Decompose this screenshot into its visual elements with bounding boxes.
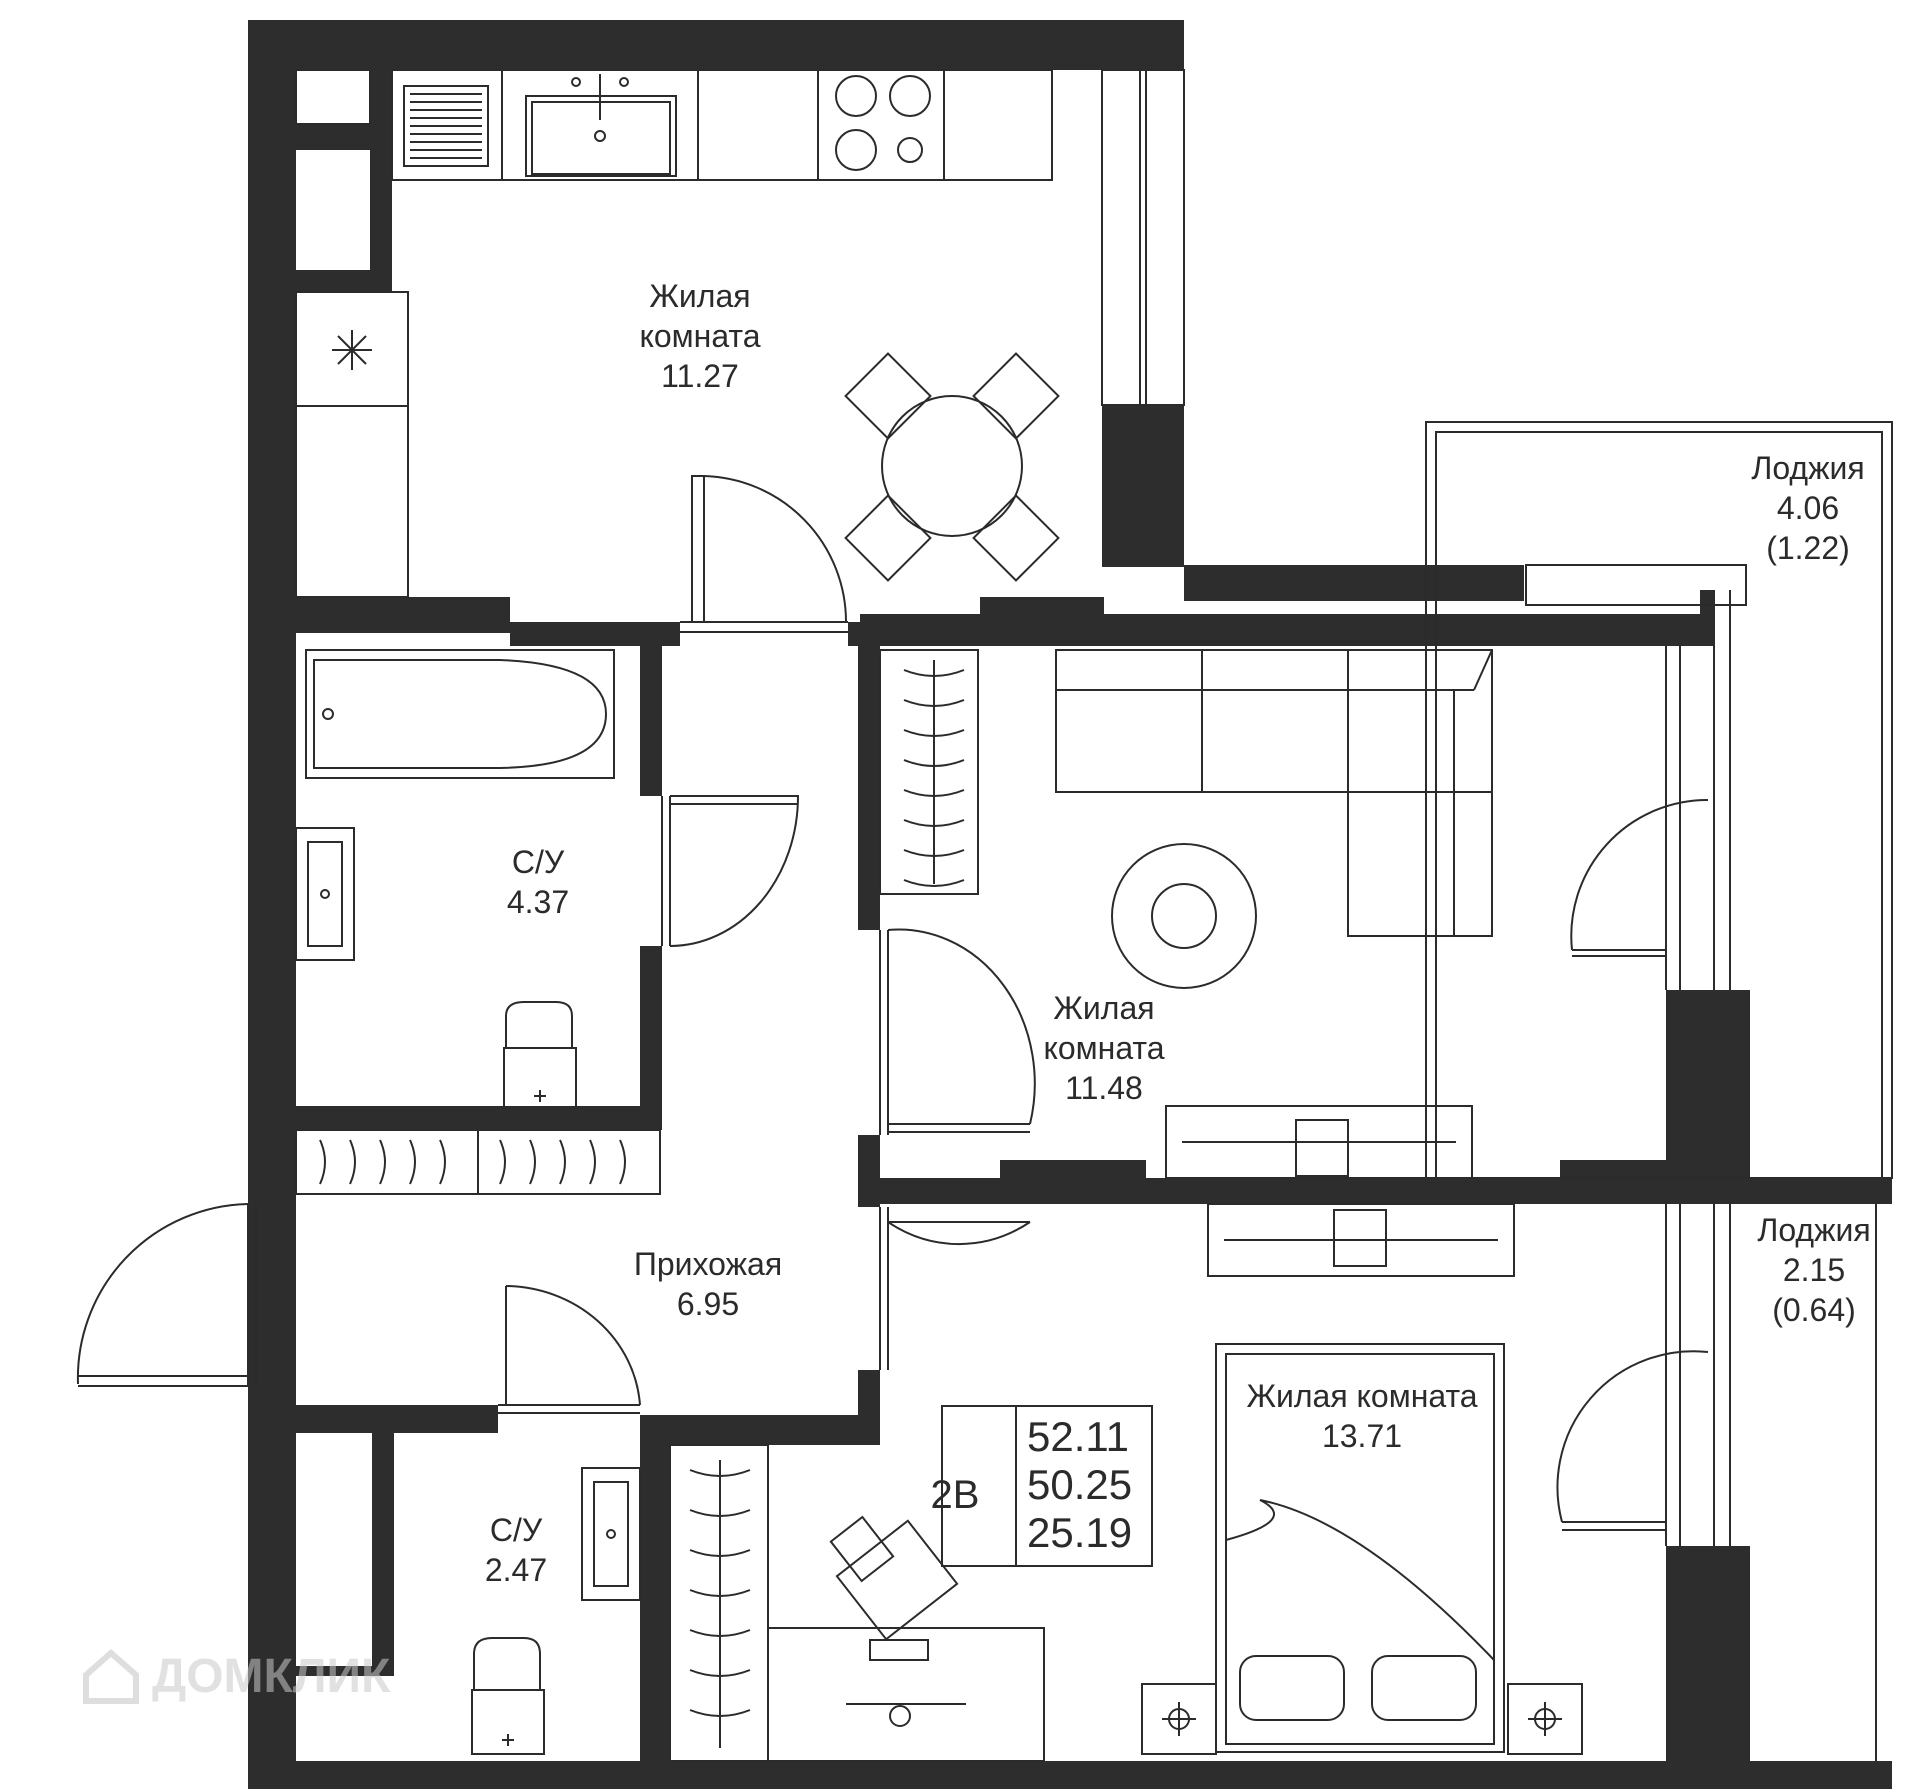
room-label-bathroom-small: С/У 2.47 xyxy=(485,1510,547,1590)
coffee-table-icon xyxy=(1111,843,1257,989)
nightstand-left-icon xyxy=(1141,1683,1217,1755)
living-closet xyxy=(879,649,979,895)
nightstand-right-icon xyxy=(1507,1683,1583,1755)
room-area: 2.15 xyxy=(1782,1252,1846,1288)
bathroom-door xyxy=(661,795,800,947)
desk-icon xyxy=(767,1627,1045,1762)
living-area: 25.19 xyxy=(1027,1509,1133,1556)
walls xyxy=(248,20,1892,1789)
room-area: 4.06 xyxy=(1776,490,1840,526)
loggia-door-bottom xyxy=(1556,1350,1709,1531)
small-toilet-icon xyxy=(471,1637,545,1755)
watermark: ДОМКЛИК xyxy=(80,1645,390,1707)
sofa-icon xyxy=(1055,649,1493,937)
bedroom-door xyxy=(879,1207,1031,1370)
room-area: 4.37 xyxy=(506,884,570,920)
toilet-icon xyxy=(503,1001,577,1109)
room-label-loggia-top: Лоджия 4.06 (1.22) xyxy=(1751,448,1864,568)
washbasin-icon xyxy=(295,827,355,961)
small-bathroom-door xyxy=(498,1285,641,1414)
closet-hangers xyxy=(319,669,965,1717)
area-without-loggia: 50.25 xyxy=(1027,1461,1133,1508)
room-area: 6.95 xyxy=(676,1286,740,1322)
room-label-kitchen-living: Жилая комната 11.27 xyxy=(639,276,760,396)
room-name: Прихожая xyxy=(633,1246,783,1282)
bed-icon xyxy=(1215,1343,1505,1753)
room-name-line1: Жилая xyxy=(649,278,751,314)
apartment-areas: 52.11 50.25 25.19 xyxy=(1027,1413,1132,1557)
dishwasher-icon xyxy=(403,85,489,167)
room-area: 11.27 xyxy=(661,358,739,394)
room-name: С/У xyxy=(489,1512,543,1548)
cooktop-icon xyxy=(835,75,931,171)
room-label-living-room: Жилая комната 11.48 xyxy=(1043,988,1164,1108)
desk-chair-icon xyxy=(829,1515,959,1641)
summary-box xyxy=(941,1405,1153,1567)
room-area: 2.47 xyxy=(484,1552,548,1588)
small-washbasin-icon xyxy=(581,1467,641,1601)
fridge-icon xyxy=(332,330,372,370)
room-name-line2: комната xyxy=(639,318,761,354)
bedroom-closet xyxy=(669,1444,769,1762)
sink-icon xyxy=(525,74,677,177)
thin-lines xyxy=(76,69,1893,1762)
room-area: 13.71 xyxy=(1321,1418,1403,1454)
room-name-line1: Жилая xyxy=(1053,990,1155,1026)
tv-stand-bedroom xyxy=(1207,1203,1515,1277)
room-name: Жилая комната xyxy=(1246,1378,1478,1414)
room-label-bathroom-main: С/У 4.37 xyxy=(507,842,569,922)
room-area-reduced: (0.64) xyxy=(1772,1292,1856,1328)
room-name-line2: комната xyxy=(1043,1030,1165,1066)
room-label-hallway: Прихожая 6.95 xyxy=(634,1244,782,1324)
dining-table-icon xyxy=(844,352,1060,582)
room-area-reduced: (1.22) xyxy=(1766,530,1850,566)
loggia-door-top xyxy=(1570,798,1709,957)
living-room-door xyxy=(879,928,1036,1135)
room-area: 11.48 xyxy=(1065,1070,1143,1106)
house-logo-icon xyxy=(83,1649,139,1704)
tv-stand-living xyxy=(1165,1105,1473,1179)
watermark-text: ДОМКЛИК xyxy=(152,1649,391,1703)
entrance-door xyxy=(76,1203,257,1387)
kitchen-door xyxy=(680,475,848,633)
apartment-type: 2В xyxy=(930,1473,980,1517)
room-name: С/У xyxy=(511,844,565,880)
room-name: Лоджия xyxy=(1751,450,1865,486)
total-area: 52.11 xyxy=(1027,1413,1129,1460)
room-label-bedroom: Жилая комната 13.71 xyxy=(1246,1376,1477,1456)
room-name: Лоджия xyxy=(1757,1212,1871,1248)
room-label-loggia-bottom: Лоджия 2.15 (0.64) xyxy=(1757,1210,1870,1330)
bathtub-icon xyxy=(305,649,615,779)
hallway-closet xyxy=(295,1129,661,1195)
